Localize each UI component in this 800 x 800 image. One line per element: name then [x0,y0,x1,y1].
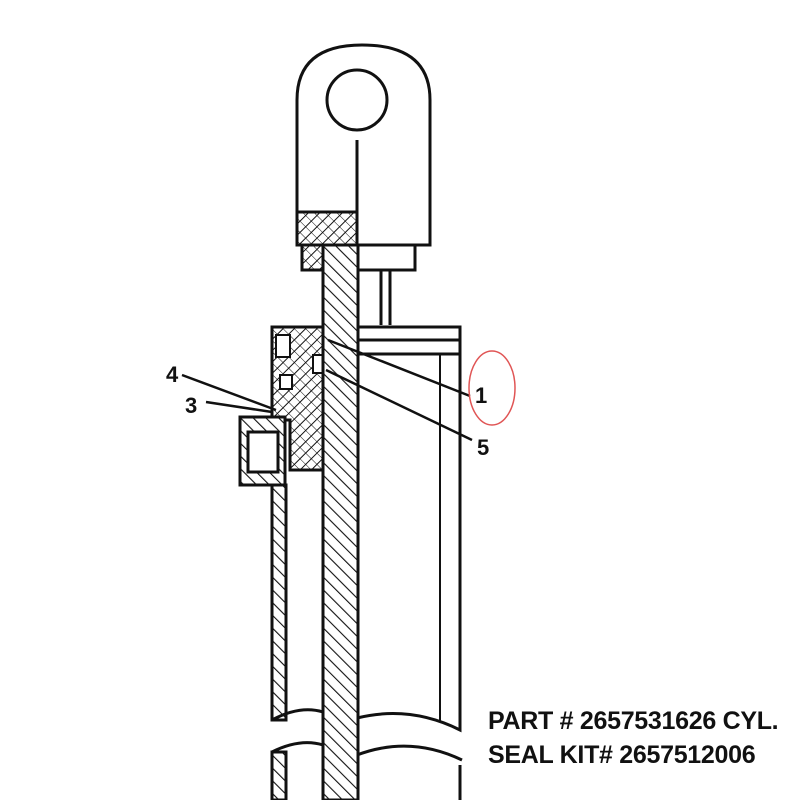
highlight-circle [468,350,516,426]
callout-3: 3 [185,393,198,418]
callout-5: 5 [477,435,490,460]
tube-wall [270,483,288,722]
callout-1: 1 [475,383,488,408]
clevis-hole [325,68,389,132]
barrel [356,325,462,733]
callout-4: 4 [166,362,179,387]
part-number: PART # 2657531626 CYL. [488,707,779,735]
piston-rod [321,243,360,800]
leader-lines [181,338,473,442]
seal-kit-number: SEAL KIT# 2657512006 [488,741,756,769]
